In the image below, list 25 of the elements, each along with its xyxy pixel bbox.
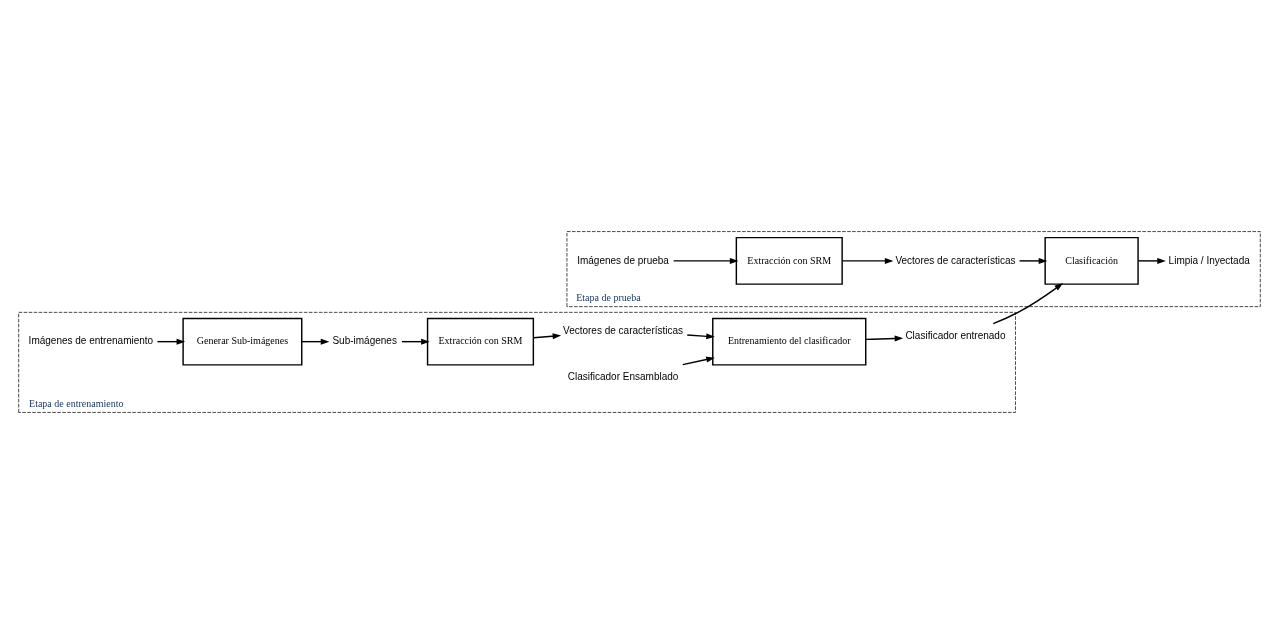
node-text: Vectores de características (563, 324, 684, 336)
arrow (301, 338, 330, 345)
arrow (841, 257, 894, 264)
node-text: Limpia / Inyectada (1168, 254, 1250, 266)
arrow (1018, 257, 1048, 264)
arrow (156, 338, 186, 345)
arrow (401, 338, 430, 345)
node-text: Sub-imágenes (332, 335, 397, 347)
arrow (682, 356, 715, 366)
node-text: Vectores de características (895, 254, 1016, 266)
node-text: Clasificador entrenado (905, 330, 1006, 342)
arrow (992, 283, 1064, 325)
node-text: Imágenes de prueba (577, 254, 669, 266)
arrow (1137, 257, 1166, 264)
node-text: Imágenes de entrenamiento (28, 335, 154, 347)
node-box: Clasificación (1044, 236, 1139, 285)
node-box: Extracción con SRM (426, 317, 535, 366)
arrow (532, 333, 562, 340)
node-box: Generar Sub-imágenes (182, 317, 303, 366)
node-box: Extracción con SRM (735, 236, 843, 285)
arrow (672, 257, 739, 264)
node-text: Clasificador Ensamblado (567, 371, 679, 383)
arrow (865, 335, 904, 342)
arrow (686, 333, 715, 340)
node-box: Entrenamiento del clasificador (712, 317, 867, 366)
